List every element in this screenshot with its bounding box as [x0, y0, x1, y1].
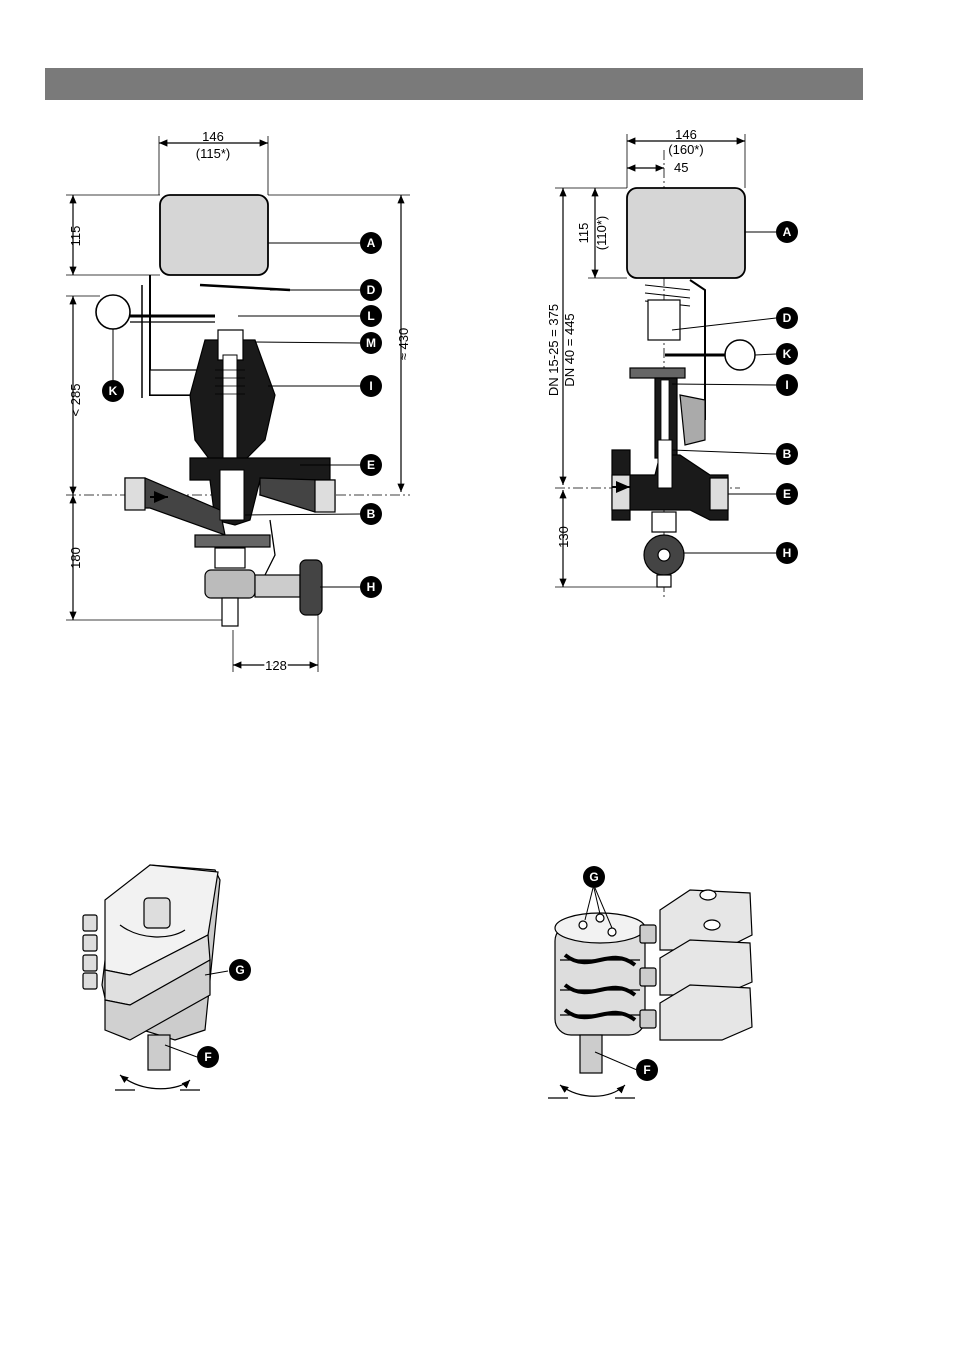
- callout-H-left: H: [360, 576, 382, 598]
- svg-text:G: G: [235, 963, 244, 977]
- svg-text:L: L: [367, 309, 374, 323]
- callout-G-left: G: [229, 959, 251, 981]
- dim-actuator-height-right: 115: [576, 223, 591, 244]
- dim-width-top-right: 146: [675, 127, 697, 142]
- left-dimension-labels: 146 (115*) 115 < 285 180 ≈ 430 128: [68, 129, 411, 675]
- right-valve-figure: [555, 134, 756, 600]
- callout-G-right: G: [583, 866, 605, 888]
- svg-text:H: H: [783, 546, 792, 560]
- callout-L-left: L: [360, 305, 382, 327]
- svg-text:I: I: [369, 379, 372, 393]
- svg-text:A: A: [367, 236, 376, 250]
- callout-F-left: F: [197, 1046, 219, 1068]
- svg-text:E: E: [783, 487, 791, 501]
- svg-text:B: B: [367, 507, 376, 521]
- svg-text:D: D: [367, 283, 376, 297]
- dim-overall-height-dn15: DN 15-25 = 375: [546, 304, 561, 396]
- left-switch-detail: [82, 864, 229, 1091]
- callout-D-left: D: [360, 279, 382, 301]
- left-detail-callouts: G F: [197, 959, 251, 1068]
- svg-text:E: E: [367, 458, 375, 472]
- svg-text:F: F: [204, 1050, 211, 1064]
- svg-text:B: B: [783, 447, 792, 461]
- dim-width-top-alt-right: (160*): [668, 142, 703, 157]
- svg-text:A: A: [783, 225, 792, 239]
- callout-A-left: A: [360, 232, 382, 254]
- svg-text:F: F: [643, 1063, 650, 1077]
- dim-upper-height: < 285: [68, 384, 83, 417]
- callout-E-left: E: [360, 454, 382, 476]
- left-valve-figure: [66, 136, 410, 672]
- left-callouts: [112, 242, 361, 588]
- callout-I-right: I: [776, 374, 798, 396]
- dim-lower-height: 180: [68, 547, 83, 569]
- callout-B-right: B: [776, 443, 798, 465]
- dim-actuator-height-alt-right: (110*): [594, 216, 609, 250]
- dim-overall-height-dn40: DN 40 = 445: [562, 313, 577, 386]
- callout-I-left: I: [360, 375, 382, 397]
- dim-width-top: 146: [202, 129, 224, 144]
- dim-handwheel-offset: 128: [265, 658, 287, 673]
- right-dimension-labels: 146 (160*) 45 115 (110*) DN 15-25 = 375 …: [546, 127, 704, 548]
- callout-K-right: K: [776, 343, 798, 365]
- svg-text:H: H: [367, 580, 376, 594]
- callout-E-right: E: [776, 483, 798, 505]
- callout-B-left: B: [360, 503, 382, 525]
- left-callout-markers: A D L M K I E B H: [102, 232, 382, 598]
- svg-text:K: K: [783, 347, 792, 361]
- header-bar: [45, 68, 863, 100]
- callout-D-right: D: [776, 307, 798, 329]
- svg-text:G: G: [589, 870, 598, 884]
- callout-H-right: H: [776, 542, 798, 564]
- right-detail-callouts: G F: [583, 866, 658, 1081]
- dim-actuator-height: 115: [68, 226, 83, 247]
- callout-F-right: F: [636, 1059, 658, 1081]
- right-cam-detail: [548, 887, 753, 1099]
- svg-text:K: K: [109, 384, 118, 398]
- right-callout-markers: A D K I B E H: [776, 221, 798, 564]
- right-callouts: [671, 231, 777, 554]
- svg-text:M: M: [366, 336, 376, 350]
- svg-text:I: I: [785, 378, 788, 392]
- callout-M-left: M: [360, 332, 382, 354]
- dim-lower-height-right: 130: [556, 526, 571, 548]
- dim-axis-offset: 45: [674, 160, 688, 175]
- callout-K-left: K: [102, 380, 124, 402]
- dim-width-top-alt: (115*): [196, 146, 230, 161]
- dim-overall-height: ≈ 430: [396, 328, 411, 360]
- svg-text:D: D: [783, 311, 792, 325]
- callout-A-right: A: [776, 221, 798, 243]
